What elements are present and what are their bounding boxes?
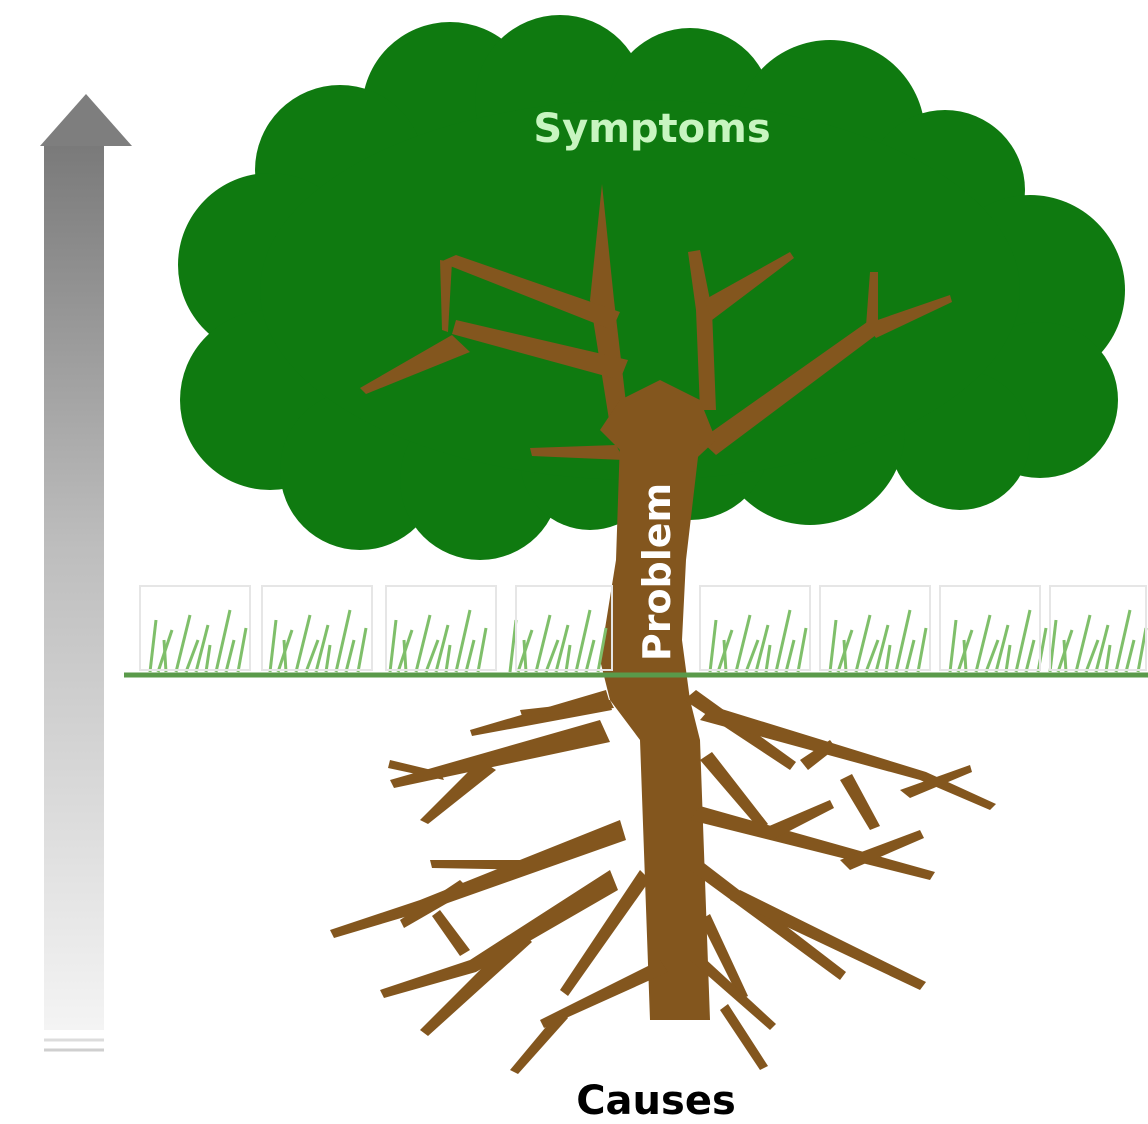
causes-label: Causes (576, 1078, 736, 1124)
symptoms-label: Symptoms (533, 106, 770, 152)
arrow-shaft (44, 146, 104, 1030)
upward-gradient-arrow-icon (40, 94, 132, 1050)
arrow-head (40, 94, 132, 146)
problem-label: Problem (635, 483, 679, 661)
